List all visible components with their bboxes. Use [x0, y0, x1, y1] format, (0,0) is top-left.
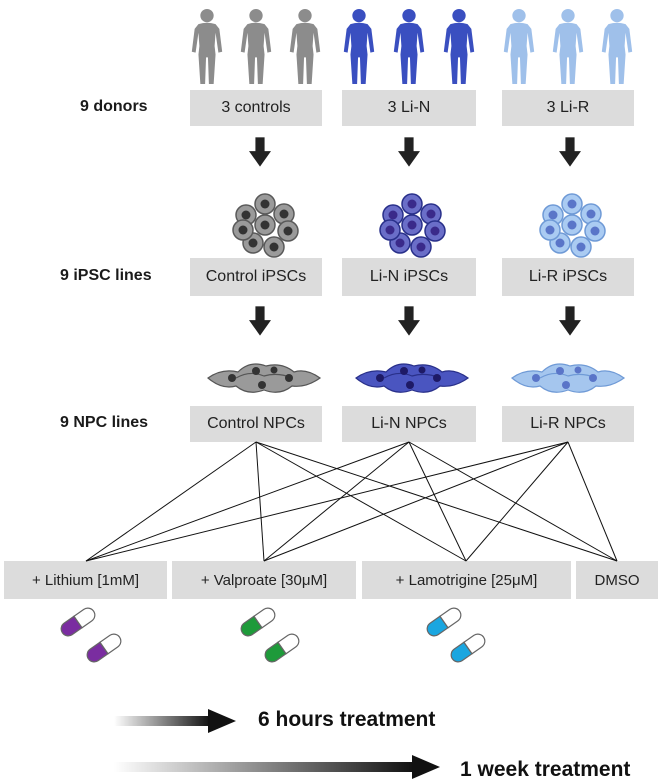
person-silhouette-icon — [552, 8, 584, 85]
short-duration-arrow — [114, 709, 236, 733]
short-duration-label: 6 hours treatment — [258, 708, 436, 731]
lir-npc-box: Li-R NPCs — [502, 406, 634, 442]
lin-ipsc-box: Li-N iPSCs — [342, 258, 476, 296]
down-arrow-icon — [398, 306, 420, 336]
lir-ipsc-box: Li-R iPSCs — [502, 258, 634, 296]
lin-donors-icons — [343, 8, 475, 85]
down-arrow-icon — [249, 137, 271, 167]
ipsc-row-label: 9 iPSC lines — [60, 267, 152, 284]
controls-donor-box: 3 controls — [190, 90, 322, 126]
down-arrow-icon — [559, 306, 581, 336]
lin-ipsc-cluster-icon — [379, 193, 446, 258]
lin-donor-box: 3 Li-N — [342, 90, 476, 126]
long-duration-label: 1 week treatment — [460, 758, 631, 781]
lir-donors-icons — [503, 8, 633, 85]
control-donors-icons — [191, 8, 321, 85]
person-silhouette-icon — [289, 8, 321, 85]
control-ipsc-cluster-icon — [232, 193, 299, 258]
valproate-treatment-box: + Valproate [30μM] — [172, 561, 356, 599]
long-duration-arrow — [114, 755, 440, 779]
control-ipsc-box: Control iPSCs — [190, 258, 322, 296]
lir-ipsc-cluster-icon — [539, 193, 606, 258]
person-silhouette-icon — [601, 8, 633, 85]
person-silhouette-icon — [191, 8, 223, 85]
lithium-treatment-box: + Lithium [1mM] — [4, 561, 167, 599]
person-silhouette-icon — [343, 8, 375, 85]
donors-row-label: 9 donors — [80, 98, 148, 115]
person-silhouette-icon — [393, 8, 425, 85]
person-silhouette-icon — [503, 8, 535, 85]
down-arrow-icon — [398, 137, 420, 167]
lin-npc-box: Li-N NPCs — [342, 406, 476, 442]
lin-npc-cluster-icon — [355, 363, 470, 393]
treatment-connections — [85, 441, 618, 562]
lithium-capsule-icon — [60, 607, 122, 663]
down-arrow-icon — [249, 306, 271, 336]
lamotrigine-treatment-box: + Lamotrigine [25μM] — [362, 561, 571, 599]
control-npc-box: Control NPCs — [190, 406, 322, 442]
valproate-capsule-icon — [240, 607, 300, 663]
dmso-treatment-box: DMSO — [576, 561, 658, 599]
person-silhouette-icon — [240, 8, 272, 85]
control-npc-cluster-icon — [207, 363, 322, 393]
down-arrow-icon — [559, 137, 581, 167]
npc-row-label: 9 NPC lines — [60, 414, 149, 431]
lir-npc-cluster-icon — [511, 363, 626, 393]
lir-donor-box: 3 Li-R — [502, 90, 634, 126]
person-silhouette-icon — [443, 8, 475, 85]
lamotrigine-capsule-icon — [426, 607, 486, 663]
